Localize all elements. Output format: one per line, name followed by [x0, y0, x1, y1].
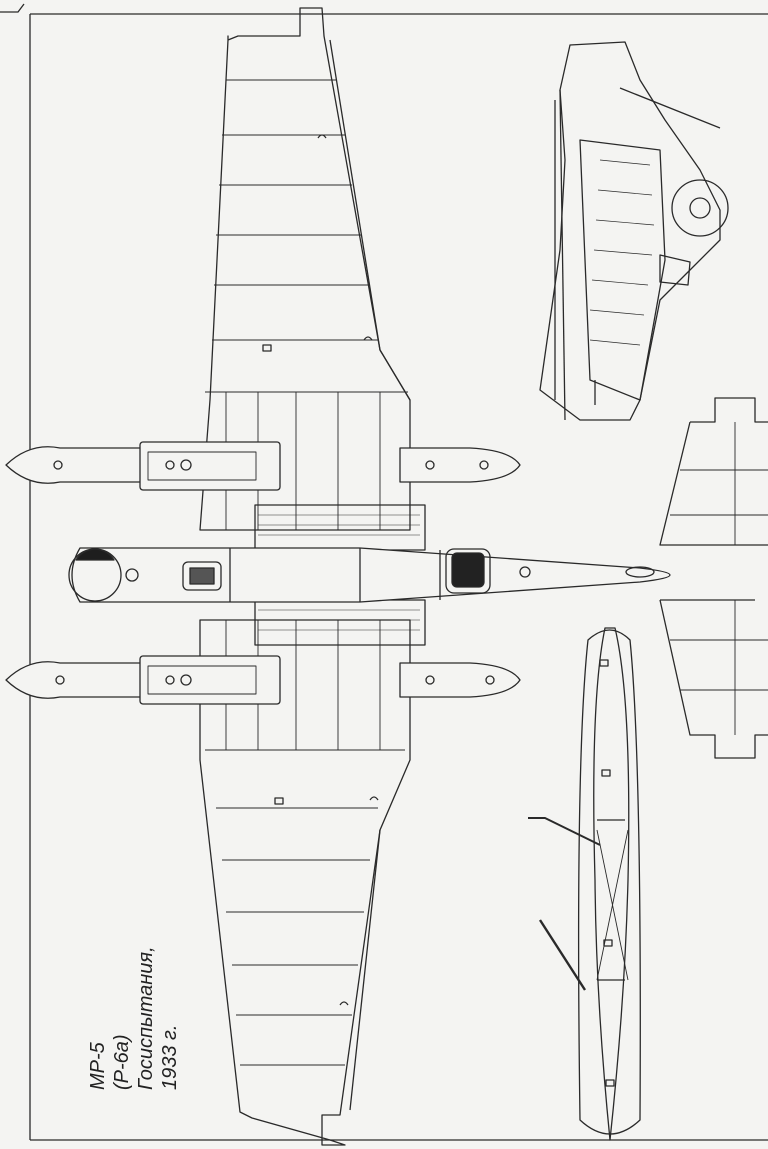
tail-plane	[659, 397, 768, 759]
side-view	[539, 41, 729, 421]
caption-designation: МР-5	[87, 1042, 109, 1090]
caption-trials: Госиспытания,	[135, 946, 157, 1090]
caption-year: 1933 г.	[159, 1024, 181, 1090]
hull	[68, 547, 671, 603]
lower-wing	[199, 619, 411, 1146]
page-frame	[0, 3, 768, 1141]
upper-wing	[199, 7, 411, 531]
upper-nacelle	[5, 441, 521, 491]
lower-nacelle	[5, 655, 521, 705]
hull-view	[528, 627, 641, 1141]
plan-view	[5, 7, 768, 1146]
drawing-caption: МР-5 (Р-6а) Госиспытания, 1933 г.	[86, 946, 182, 1090]
caption-variant: (Р-6а)	[111, 1034, 133, 1090]
